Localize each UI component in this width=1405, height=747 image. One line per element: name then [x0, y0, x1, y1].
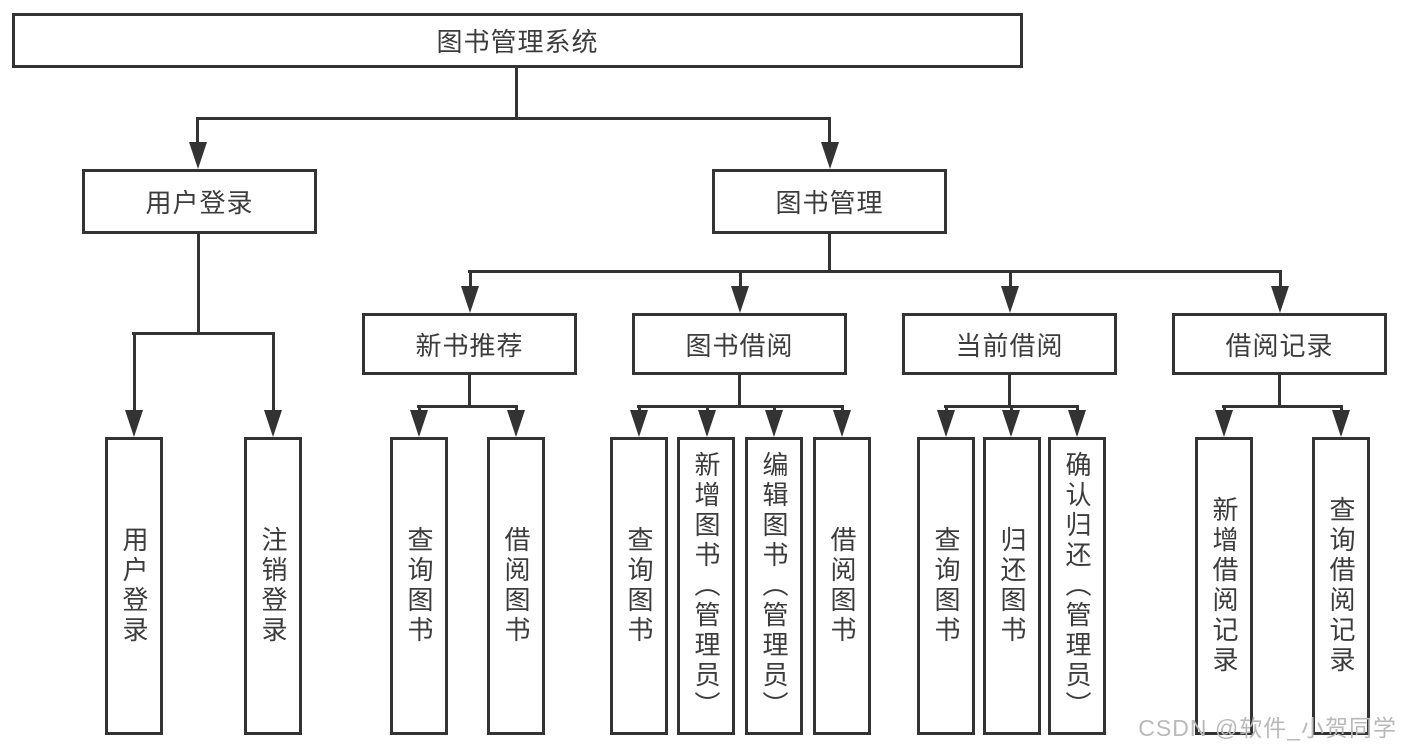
leaf-user-login: 用户登录 [105, 437, 163, 735]
leaf-confirm-return-admin: 确认归还（管理员） [1048, 437, 1106, 735]
leaf-borrow-book-recommend: 借阅图书 [487, 437, 545, 735]
connector-line [468, 375, 471, 408]
leaf-logout: 注销登录 [244, 437, 302, 735]
node-library-management-system: 图书管理系统 [12, 13, 1023, 68]
leaf-query-book-current: 查询图书 [917, 437, 975, 735]
connector-line [515, 68, 518, 118]
arrowhead-icon [125, 410, 143, 437]
connector-line [197, 234, 200, 335]
node-book-borrowing: 图书借阅 [632, 313, 847, 375]
connector-line [196, 117, 199, 147]
connector-line [133, 332, 136, 416]
arrowhead-icon [410, 410, 428, 437]
leaf-add-book-admin: 新增图书（管理员） [677, 437, 735, 735]
arrowhead-icon [765, 410, 783, 437]
csdn-watermark: CSDN @软件_小贺同学 [1138, 715, 1397, 741]
arrowhead-icon [937, 410, 955, 437]
arrowhead-icon [1068, 410, 1086, 437]
arrowhead-icon [833, 410, 851, 437]
node-new-book-recommendation: 新书推荐 [362, 313, 577, 375]
leaf-query-book-recommend: 查询图书 [390, 437, 448, 735]
arrowhead-icon [1332, 410, 1350, 437]
connector-line [469, 270, 472, 292]
connector-line [132, 332, 274, 335]
arrowhead-icon [630, 410, 648, 437]
arrowhead-icon [189, 142, 207, 169]
leaf-borrow-book-borrowing: 借阅图书 [813, 437, 871, 735]
arrowhead-icon [264, 410, 282, 437]
arrowhead-icon [698, 410, 716, 437]
connector-line [1279, 270, 1282, 292]
arrowhead-icon [461, 286, 479, 313]
leaf-edit-book-admin: 编辑图书（管理员） [745, 437, 803, 735]
arrowhead-icon [1001, 286, 1019, 313]
leaf-add-borrow-record: 新增借阅记录 [1195, 437, 1253, 735]
arrowhead-icon [507, 410, 525, 437]
arrowhead-icon [731, 286, 749, 313]
connector-line [637, 405, 843, 408]
connector-line [828, 234, 831, 273]
leaf-query-book-borrowing: 查询图书 [610, 437, 668, 735]
node-current-borrowing: 当前借阅 [902, 313, 1117, 375]
connector-line [272, 332, 275, 416]
arrowhead-icon [1271, 286, 1289, 313]
connector-line [828, 117, 831, 147]
connector-line [1009, 270, 1012, 292]
connector-line [739, 270, 742, 292]
connector-line [197, 117, 831, 120]
node-book-management: 图书管理 [712, 169, 947, 234]
connector-line [417, 405, 517, 408]
arrowhead-icon [821, 142, 839, 169]
connector-line [1008, 375, 1011, 408]
leaf-return-book: 归还图书 [983, 437, 1041, 735]
connector-line [468, 270, 1282, 273]
connector-line [1222, 405, 1342, 408]
node-borrowing-records: 借阅记录 [1172, 313, 1387, 375]
connector-line [1278, 375, 1281, 408]
leaf-query-borrow-record: 查询借阅记录 [1312, 437, 1370, 735]
arrowhead-icon [1002, 410, 1020, 437]
node-user-login: 用户登录 [82, 169, 317, 234]
arrowhead-icon [1215, 410, 1233, 437]
connector-line [738, 375, 741, 408]
